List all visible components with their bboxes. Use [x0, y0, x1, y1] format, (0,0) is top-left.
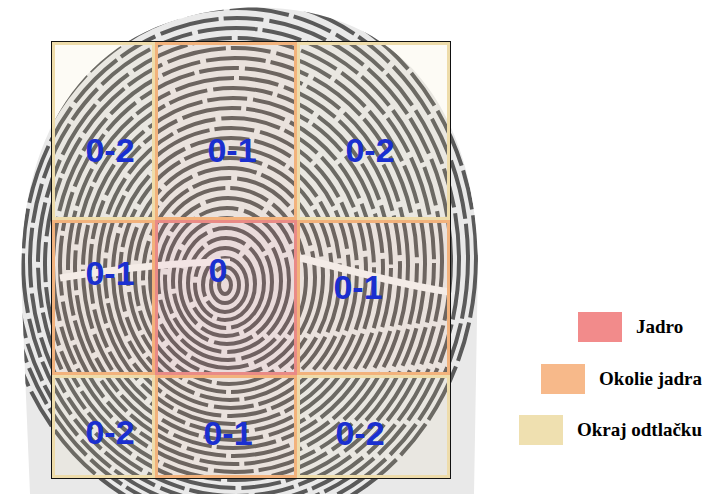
legend-swatch [519, 415, 563, 445]
grid-region: 0 [155, 220, 297, 375]
grid-region: 0-1 [155, 42, 297, 220]
grid-region: 0-1 [52, 220, 155, 375]
grid-region: 0-1 [155, 375, 297, 478]
zone-label: 0-2 [335, 416, 384, 450]
grid-region: 0-2 [297, 375, 450, 478]
legend-label: Jadro [636, 316, 683, 338]
zone-label: 0-1 [333, 270, 382, 304]
zone-label: 0-2 [85, 133, 134, 167]
legend-entry: Okraj odtlačku [519, 415, 702, 445]
zone-label: 0-2 [345, 133, 394, 167]
zone-label: 0-1 [207, 133, 256, 167]
grid-region: 0-1 [297, 220, 450, 375]
grid-region: 0-2 [52, 375, 155, 478]
legend-swatch [541, 364, 585, 394]
legend-swatch [578, 312, 622, 342]
zone-label: 0-1 [85, 256, 134, 290]
legend-label: Okolie jadra [599, 368, 702, 390]
zone-label: 0-2 [85, 415, 134, 449]
grid-region: 0-2 [52, 42, 155, 220]
legend-entry: Jadro [578, 312, 683, 342]
grid-region: 0-2 [297, 42, 450, 220]
legend-label: Okraj odtlačku [577, 419, 702, 441]
zone-label: 0-1 [203, 416, 252, 450]
legend-entry: Okolie jadra [541, 364, 702, 394]
zone-label: 0 [209, 253, 228, 287]
